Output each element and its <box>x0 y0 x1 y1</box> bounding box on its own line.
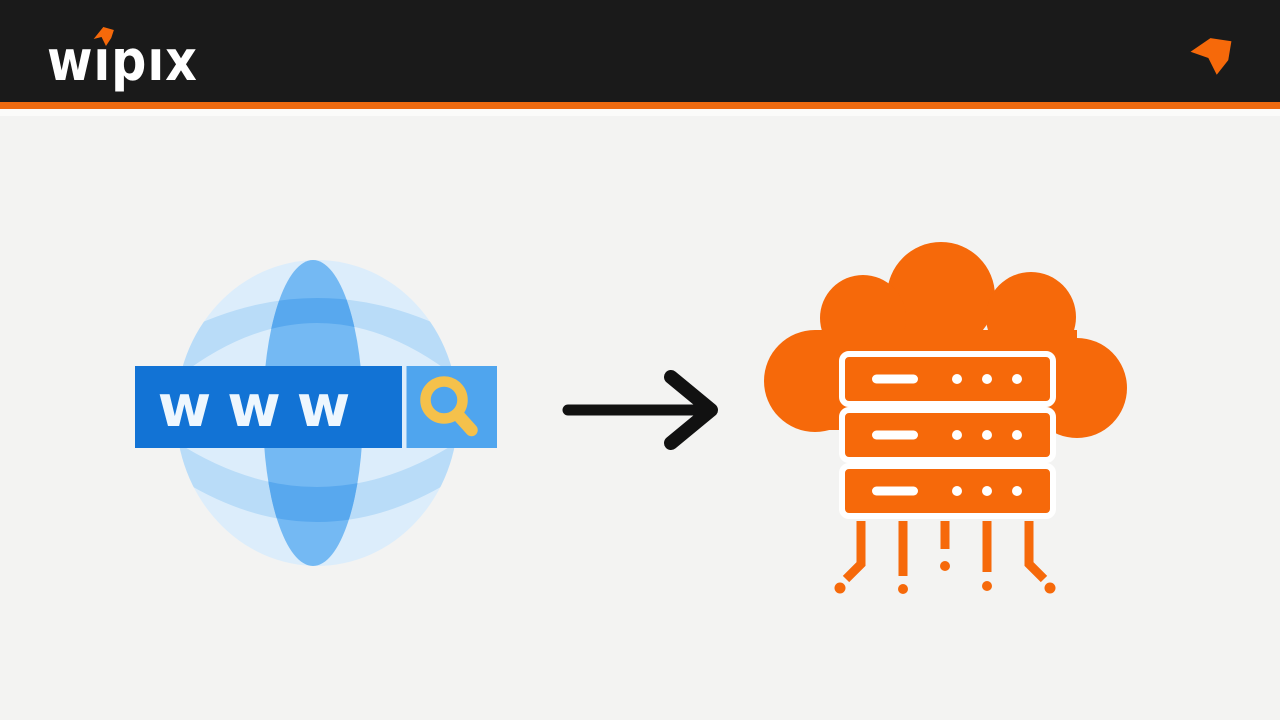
logo-flag-icon <box>93 27 114 46</box>
globe-www-icon: www <box>135 260 497 566</box>
logo-text-w: w <box>47 29 94 94</box>
rack-slots-and-leds <box>872 374 1022 496</box>
header-accent-stripe <box>0 102 1280 109</box>
arrow-right-icon <box>562 370 718 450</box>
header-flag-icon <box>1190 38 1232 75</box>
magnifier-icon <box>420 376 478 437</box>
header-substripe <box>0 109 1280 116</box>
circuit-lines <box>834 521 1056 594</box>
server-racks <box>839 351 1056 519</box>
www-label: www <box>158 372 367 440</box>
logo-letter-i: ı <box>93 27 114 90</box>
logo-text-rest: pıx <box>111 29 198 94</box>
address-bar: www <box>135 366 497 448</box>
cloud-server-icon <box>764 242 1127 594</box>
logo-letter-i-glyph: ı <box>93 29 112 94</box>
